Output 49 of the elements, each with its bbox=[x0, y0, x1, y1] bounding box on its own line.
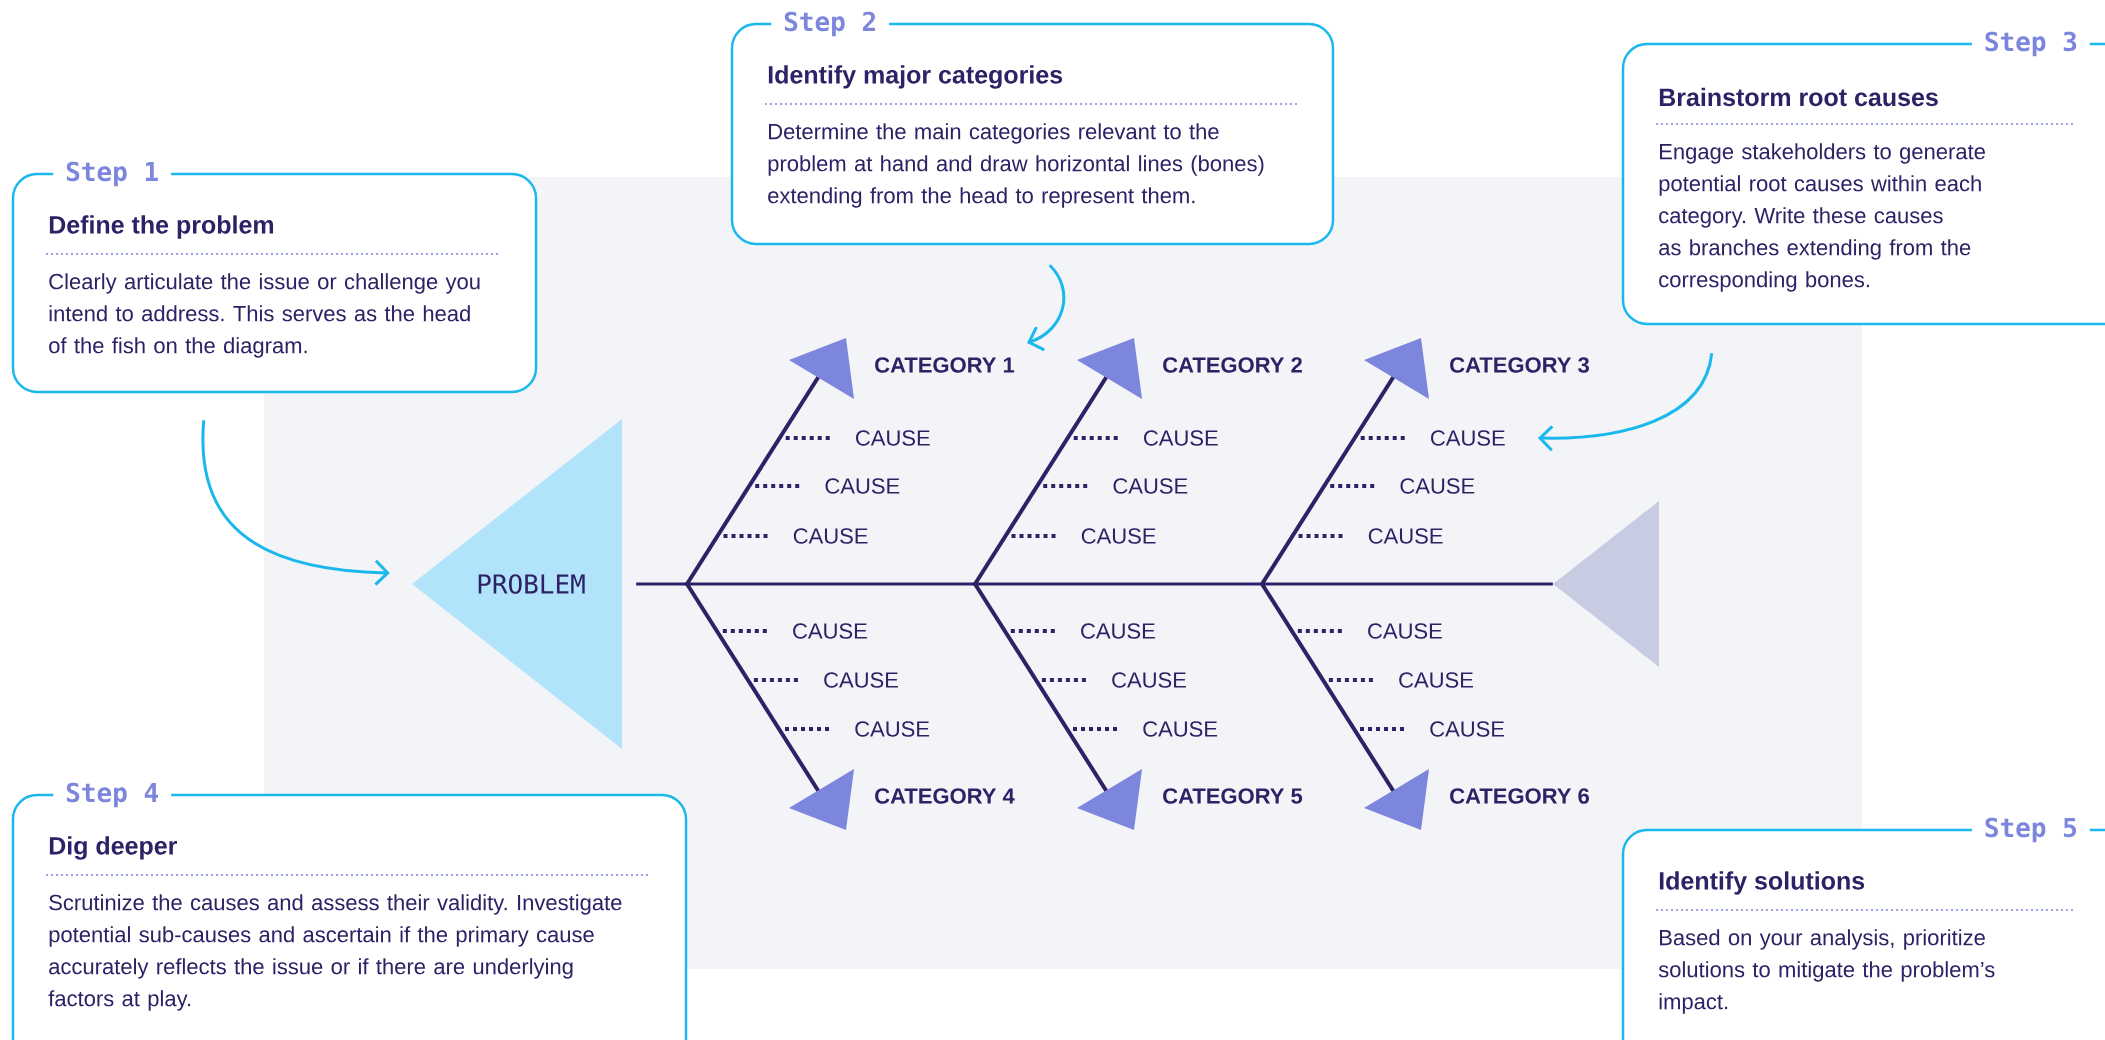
category-label: CATEGORY 5 bbox=[1163, 788, 1303, 804]
cause-label: CAUSE bbox=[824, 672, 898, 688]
card-body: Scrutinize the causes and assess their validity. Investigate potential sub-causes and ascertain if the primary cause accurately reflects the issue or if there are underlying factors at play. bbox=[48, 894, 622, 1011]
category-label: CATEGORY 2 bbox=[1163, 357, 1302, 373]
step-card bbox=[1621, 29, 2105, 326]
card-body: Determine the main categories relevant to the problem at hand and draw horizontal lines (bones) extending from the head to represent them. bbox=[768, 123, 1264, 208]
card-title: Identify major categories bbox=[768, 65, 1063, 89]
card-title: Dig deeper bbox=[49, 836, 177, 860]
cause-label: CAUSE bbox=[793, 623, 867, 639]
arrow bbox=[201, 420, 390, 586]
step-card bbox=[1621, 815, 2105, 1040]
cause-label: CAUSE bbox=[1144, 430, 1218, 446]
step-label: Step 2 bbox=[771, 9, 890, 39]
step-card bbox=[11, 780, 688, 1040]
category-label: CATEGORY 3 bbox=[1450, 357, 1589, 373]
step-label: Step 5 bbox=[1971, 815, 2090, 845]
step-label: Step 4 bbox=[53, 780, 172, 810]
cause-label: CAUSE bbox=[1113, 478, 1188, 494]
card-body: Based on your analysis, prioritize solutions to mitigate the problem’s impact. bbox=[1658, 929, 1995, 1014]
cause-label: CAUSE bbox=[856, 430, 930, 446]
cause-label: CAUSE bbox=[1368, 623, 1442, 639]
cause-label: CAUSE bbox=[1081, 623, 1155, 639]
card-title: Define the problem bbox=[49, 215, 274, 239]
step-label: Step 1 bbox=[53, 159, 172, 189]
cause-label: CAUSE bbox=[1081, 528, 1156, 544]
category-label: CATEGORY 6 bbox=[1450, 788, 1589, 804]
cause-label: CAUSE bbox=[1112, 672, 1186, 688]
arrow bbox=[1027, 264, 1066, 352]
cause-label: CAUSE bbox=[825, 478, 900, 494]
card-title: Identify solutions bbox=[1659, 871, 1865, 895]
step-card bbox=[730, 9, 1335, 246]
cause-label: CAUSE bbox=[855, 721, 930, 737]
arrow bbox=[1537, 352, 1714, 452]
card-body: Engage stakeholders to generate potential root causes within each category. Write these causes as branches extending from the corresponding bones. bbox=[1659, 143, 1985, 292]
category-label: CATEGORY 1 bbox=[875, 357, 1015, 373]
cause-label: CAUSE bbox=[1400, 478, 1475, 494]
card-body: Clearly articulate the issue or challenge you intend to address. This serves as the head of the fish on the diagram. bbox=[49, 273, 480, 358]
card-title: Brainstorm root causes bbox=[1659, 87, 1938, 107]
category-label: CATEGORY 4 bbox=[875, 788, 1015, 804]
step-card bbox=[11, 159, 538, 394]
cause-label: CAUSE bbox=[1399, 672, 1473, 688]
cause-label: CAUSE bbox=[1143, 721, 1218, 737]
cause-label: CAUSE bbox=[1431, 430, 1505, 446]
fish-head: PROBLEM bbox=[412, 419, 622, 749]
fish-tail bbox=[1553, 501, 1659, 667]
cause-label: CAUSE bbox=[1430, 721, 1505, 737]
cause-label: CAUSE bbox=[793, 528, 868, 544]
step-label: Step 3 bbox=[1971, 29, 2090, 59]
cause-label: CAUSE bbox=[1368, 528, 1443, 544]
